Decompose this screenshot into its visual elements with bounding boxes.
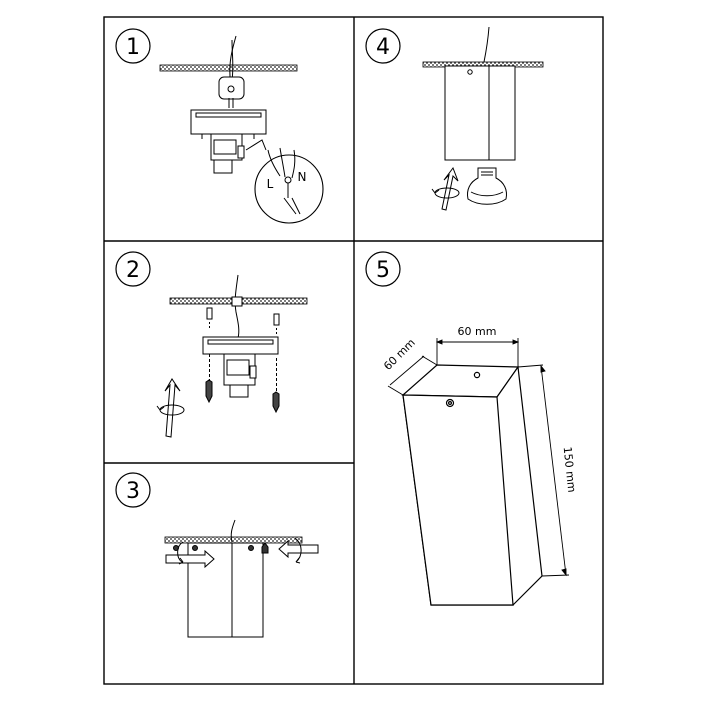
top-width-dimension-line [435, 338, 520, 367]
gu10-bulb-icon [467, 167, 507, 205]
height-label: 150 mm [561, 446, 579, 493]
step-2-number: 2 [126, 258, 140, 283]
step-1-panel: 1 [115, 28, 324, 224]
step-5-number: 5 [376, 258, 390, 283]
step-5-panel: 5 [365, 251, 579, 606]
push-arrow-left-icon [278, 537, 319, 564]
wiring-detail-circle [254, 154, 324, 224]
step-4-number: 4 [376, 35, 390, 60]
step-3-number: 3 [126, 479, 140, 504]
top-width-label: 60 mm [458, 325, 497, 338]
rotate-arrow-icon [431, 166, 460, 211]
step-5-number-badge: 5 [365, 251, 401, 287]
step-3-panel: 3 [115, 472, 319, 638]
neutral-wire-label: N [298, 170, 307, 184]
step-4-panel: 4 [365, 26, 544, 211]
height-dimension-line [517, 364, 570, 577]
lamp-socket [210, 133, 245, 174]
ceiling-junction-box [218, 76, 245, 100]
step-1-number: 1 [126, 35, 140, 60]
step-3-number-badge: 3 [115, 472, 151, 508]
luminaire-dimension-drawing [401, 364, 543, 606]
lamp-socket [223, 353, 257, 398]
top-depth-label: 60 mm [381, 336, 418, 373]
lamp-housing [444, 65, 516, 161]
push-arrow-right-icon [165, 541, 215, 569]
screw-icon [272, 391, 280, 414]
ceiling-slab [159, 64, 298, 72]
lamp-housing [187, 542, 264, 638]
panel-grid [103, 16, 604, 685]
top-depth-dimension-line [387, 355, 438, 396]
step-4-number-badge: 4 [365, 28, 401, 64]
step-2-number-badge: 2 [115, 251, 151, 287]
step-2-panel: 2 [115, 251, 308, 438]
live-wire-label: L [267, 177, 274, 191]
step-1-number-badge: 1 [115, 28, 151, 64]
mounting-bracket [202, 336, 279, 355]
rotate-arrow-icon [156, 378, 185, 438]
mounting-bracket [190, 109, 267, 139]
screw-icon [205, 379, 213, 404]
ceiling-slab [164, 536, 303, 544]
wall-plug-right [273, 313, 280, 336]
wall-plug-left [206, 307, 213, 330]
